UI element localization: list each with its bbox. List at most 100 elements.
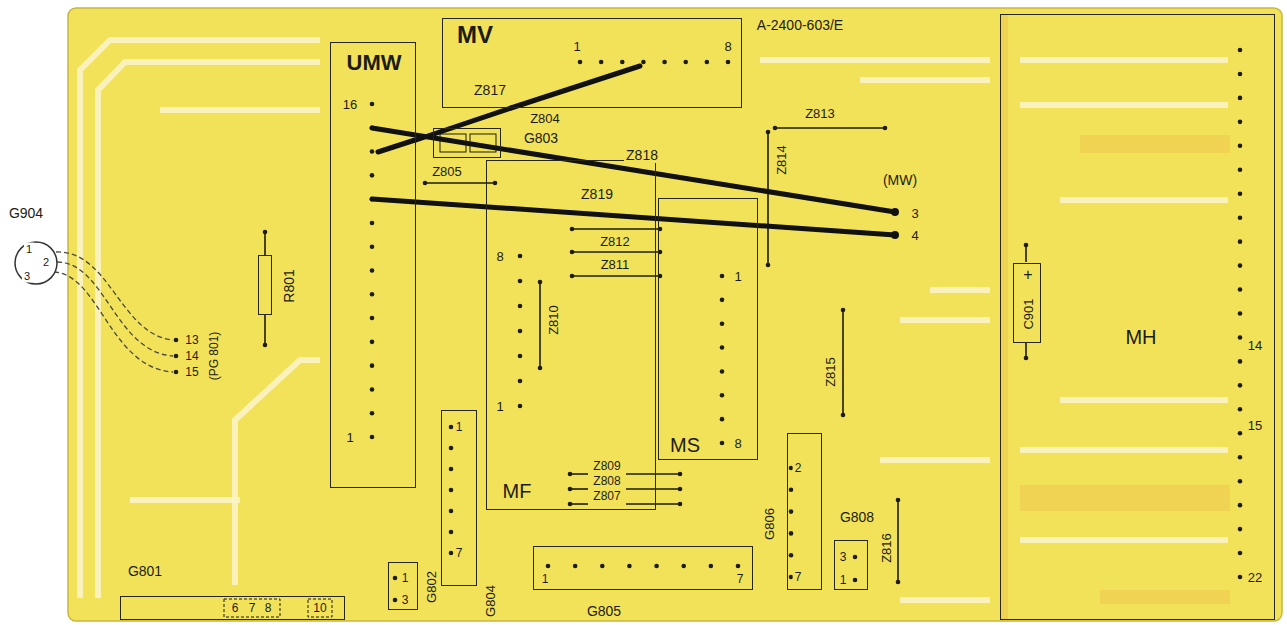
socket-ring <box>15 242 57 284</box>
solder-pad <box>518 404 523 409</box>
jumper-wire <box>570 488 588 490</box>
solder-pad <box>720 321 725 326</box>
jumper-wire <box>264 315 266 345</box>
solder-pad <box>1238 287 1243 292</box>
solder-pad <box>1238 455 1243 460</box>
solder-pad <box>263 230 268 235</box>
copper-trace <box>900 317 990 323</box>
solder-pad <box>370 221 375 226</box>
solder-pad <box>720 369 725 374</box>
jumper-label: Z818 <box>624 147 660 163</box>
solder-pad <box>449 530 454 535</box>
jumper-label: Z812 <box>598 234 632 249</box>
solder-pad <box>720 417 725 422</box>
pin-number: 15 <box>1246 418 1264 433</box>
component-name: G808 <box>838 509 876 525</box>
pin-number: 8 <box>494 249 505 264</box>
solder-pad <box>370 244 375 249</box>
jumper-label: Z819 <box>579 186 615 202</box>
solder-pad <box>370 173 375 178</box>
solder-pad <box>896 580 901 585</box>
pin-number: 7 <box>793 570 804 584</box>
solder-pad <box>393 598 398 603</box>
copper-trace <box>1060 197 1228 203</box>
solder-pad <box>570 274 575 279</box>
solder-pad <box>720 441 725 446</box>
solder-pad <box>1238 311 1243 316</box>
solder-pad <box>1238 431 1243 436</box>
solder-pad <box>720 298 725 303</box>
jumper-wire <box>842 310 844 415</box>
component-name: + <box>1021 266 1034 284</box>
solder-pad <box>370 316 375 321</box>
solder-pad <box>493 181 498 186</box>
solder-pad <box>568 472 573 477</box>
pin-number: 15 <box>183 365 200 379</box>
copper-trace <box>235 360 320 585</box>
copper-trace <box>900 597 990 603</box>
solder-pad <box>853 578 858 583</box>
jumper-label: Z815 <box>823 355 838 389</box>
component-name: G806 <box>762 506 777 542</box>
jumper-label: Z808 <box>591 474 622 488</box>
jumper-wire <box>626 503 680 505</box>
solder-pad <box>449 467 454 472</box>
solder-pad <box>662 60 667 65</box>
solder-pad <box>570 250 575 255</box>
solder-pad <box>1238 239 1243 244</box>
component-name: G904 <box>7 205 45 221</box>
pin-number: 7 <box>454 546 465 560</box>
jumper-wire <box>572 275 660 277</box>
jumper-wire <box>570 473 588 475</box>
solder-pad <box>568 502 573 507</box>
solder-pad <box>518 329 523 334</box>
solder-pad <box>705 60 710 65</box>
solder-pad <box>683 60 688 65</box>
solder-pad <box>1238 120 1243 125</box>
component-outline: G806 <box>787 433 822 590</box>
component-outline: R801 <box>258 255 272 315</box>
solder-pad <box>1238 479 1243 484</box>
solder-pad <box>1238 263 1243 268</box>
solder-pad <box>538 366 543 371</box>
jumper-label: Z805 <box>430 164 464 179</box>
wire-bridge <box>378 140 415 152</box>
component-name: R801 <box>281 267 297 304</box>
wire-link <box>416 108 511 140</box>
pin-number: 3 <box>838 550 849 564</box>
jumper-label: Z804 <box>528 111 562 126</box>
solder-pad <box>1238 359 1243 364</box>
solder-pad <box>720 345 725 350</box>
solder-pad <box>370 292 375 297</box>
copper-trace <box>160 107 320 113</box>
solder-pad <box>678 472 683 477</box>
component-name: UMW <box>345 51 404 75</box>
solder-pad <box>546 564 551 569</box>
copper-trace <box>860 77 990 83</box>
jumper-wire <box>897 500 899 582</box>
copper-trace <box>130 497 240 503</box>
pin-number: 14 <box>183 349 200 363</box>
solder-pad <box>720 393 725 398</box>
pin-number: 1 <box>540 572 551 586</box>
solder-pad <box>538 280 543 285</box>
solder-pad <box>773 126 778 131</box>
copper-trace <box>98 62 320 598</box>
solder-pad <box>789 553 794 558</box>
jumper-label: Z814 <box>774 143 789 177</box>
pin-number: 1 <box>838 573 849 587</box>
jumper-wire <box>570 503 588 505</box>
component-outline: G803 <box>433 128 501 158</box>
solder-pad <box>678 487 683 492</box>
pin-number: 14 <box>1246 338 1264 353</box>
shielded-cable <box>56 252 173 340</box>
solder-pad <box>1238 215 1243 220</box>
solder-pad <box>174 370 179 375</box>
jumper-wire <box>425 182 495 184</box>
jumper-wire <box>572 251 660 253</box>
jumper-label: Z810 <box>546 303 561 337</box>
solder-pad <box>263 343 268 348</box>
solder-pad <box>1238 527 1243 532</box>
